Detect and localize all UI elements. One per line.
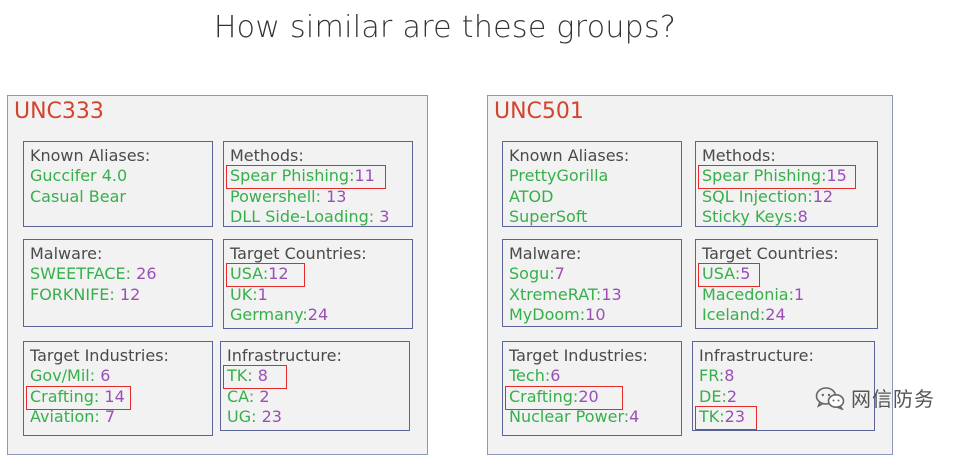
country-item-highlighted: USA:5 xyxy=(698,263,877,287)
industry-item: Gov/Mil: 6 xyxy=(30,366,111,385)
country-item: Macedonia:1 xyxy=(702,284,805,304)
known-aliases-card: Known Aliases: Guccifer 4.0 Casual Bear xyxy=(23,141,213,227)
infrastructure-item: CA: 2 xyxy=(227,386,270,406)
target-countries-card: Target Countries: USA:5 Macedonia:1 Icel… xyxy=(695,239,878,329)
watermark: 网信防务 xyxy=(815,383,935,412)
country-item: Iceland:24 xyxy=(702,305,786,324)
card-title: Infrastructure: xyxy=(227,346,342,365)
card-title: Target Industries: xyxy=(30,346,169,365)
known-aliases-card: Known Aliases: PrettyGorilla ATOD SuperS… xyxy=(502,141,682,227)
country-item: UK:1 xyxy=(230,284,268,304)
method-item: Powershell: 13 xyxy=(230,186,347,206)
card-title: Malware: xyxy=(509,244,582,263)
wechat-icon xyxy=(815,386,845,410)
group-panel-unc333: UNC333 Known Aliases: Guccifer 4.0 Casua… xyxy=(7,95,428,455)
malware-item: FORKNIFE: 12 xyxy=(30,284,141,304)
methods-card: Methods: Spear Phishing:15 SQL Injection… xyxy=(695,141,878,227)
alias-item: PrettyGorilla xyxy=(509,166,609,185)
infrastructure-item-highlighted: TK: 8 xyxy=(223,365,409,389)
industry-item-highlighted: Crafting: 14 xyxy=(26,385,212,409)
card-title: Known Aliases: xyxy=(30,146,151,165)
industry-item-highlighted: Crafting:20 xyxy=(505,385,681,409)
slide-title: How similar are these groups? xyxy=(213,10,677,45)
infrastructure-item: UG: 23 xyxy=(227,407,282,426)
method-item-highlighted: Spear Phishing:15 xyxy=(698,165,877,189)
industry-item: Aviation: 7 xyxy=(30,407,116,426)
target-industries-card: Target Industries: Tech:6 Crafting:20 Nu… xyxy=(502,341,682,436)
target-countries-card: Target Countries: USA:12 UK:1 Germany:24 xyxy=(223,239,413,329)
infrastructure-card: Infrastructure: TK: 8 CA: 2 UG: 23 xyxy=(220,341,410,431)
malware-item: SWEETFACE: 26 xyxy=(30,264,157,283)
industry-item: Tech:6 xyxy=(509,366,561,385)
infrastructure-item: DE:2 xyxy=(699,386,738,406)
infrastructure-item-highlighted: TK:23 xyxy=(695,406,874,430)
alias-item: Guccifer 4.0 xyxy=(30,166,128,185)
card-title: Target Countries: xyxy=(230,244,367,263)
group-name: UNC333 xyxy=(14,99,104,124)
card-title: Methods: xyxy=(230,146,304,165)
group-panel-unc501: UNC501 Known Aliases: PrettyGorilla ATOD… xyxy=(487,95,893,455)
malware-card: Malware: SWEETFACE: 26 FORKNIFE: 12 xyxy=(23,239,213,327)
malware-item: Sogu:7 xyxy=(509,264,565,283)
card-title: Infrastructure: xyxy=(699,346,814,365)
target-industries-card: Target Industries: Gov/Mil: 6 Crafting: … xyxy=(23,341,213,436)
card-title: Malware: xyxy=(30,244,103,263)
card-title: Target Industries: xyxy=(509,346,648,365)
methods-card: Methods: Spear Phishing:11 Powershell: 1… xyxy=(223,141,413,227)
alias-item: Casual Bear xyxy=(30,186,126,206)
alias-item: ATOD xyxy=(509,186,554,206)
country-item: Germany:24 xyxy=(230,305,329,324)
card-title: Methods: xyxy=(702,146,776,165)
malware-item: MyDoom:10 xyxy=(509,305,606,324)
method-item: SQL Injection:12 xyxy=(702,186,834,206)
industry-item: Nuclear Power:4 xyxy=(509,407,640,426)
method-item: Sticky Keys:8 xyxy=(702,207,808,226)
watermark-text: 网信防务 xyxy=(851,387,935,411)
malware-card: Malware: Sogu:7 XtremeRAT:13 MyDoom:10 xyxy=(502,239,682,327)
malware-item: XtremeRAT:13 xyxy=(509,284,622,304)
infrastructure-card: Infrastructure: FR:8 DE:2 TK:23 xyxy=(692,341,875,431)
method-item-highlighted: Spear Phishing:11 xyxy=(226,165,412,189)
alias-item: SuperSoft xyxy=(509,207,588,226)
card-title: Target Countries: xyxy=(702,244,839,263)
infrastructure-item: FR:8 xyxy=(699,366,735,385)
card-title: Known Aliases: xyxy=(509,146,630,165)
group-name: UNC501 xyxy=(494,99,584,124)
country-item-highlighted: USA:12 xyxy=(226,263,412,287)
method-item: DLL Side-Loading: 3 xyxy=(230,207,390,226)
